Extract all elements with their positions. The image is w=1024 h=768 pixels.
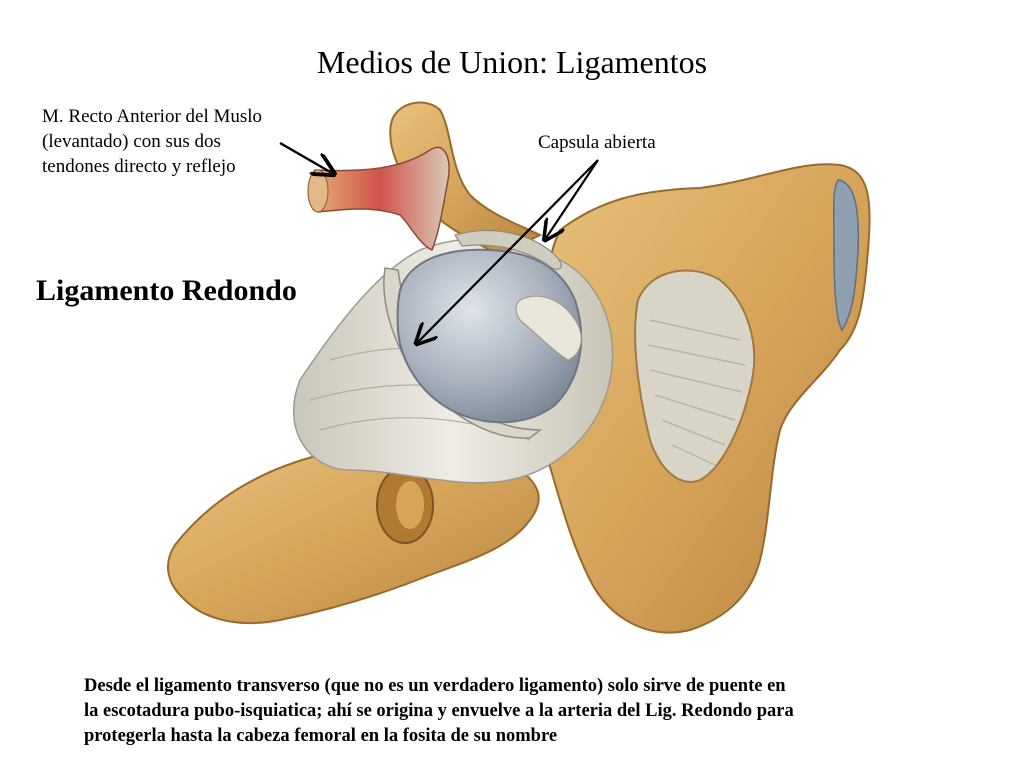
caption-line3: protegerla hasta la cabeza femoral en la… [84,726,558,746]
muscle-arrow [279,141,332,173]
caption-line1: Desde el ligamento transverso (que no es… [84,676,786,696]
muscle-label-line3: tendones directo y reflejo [42,156,236,177]
capsule-label: Capsula abierta [538,132,656,153]
capsule-flap [454,229,562,270]
rectus-femoris-tendon [307,146,450,251]
muscle-label-line1: M. Recto Anterior del Muslo [42,106,263,127]
capsule-arrow-right [546,159,599,238]
femoral-head [396,248,583,424]
capsule-arrow-left [418,159,599,342]
ligamento-redondo-label: Ligamento Redondo [36,274,297,307]
ligamentum-teres [515,295,582,361]
caption-text: Desde el ligamento transverso (que no es… [84,674,984,749]
muscle-label-line2: (levantado) con sus dos [42,131,221,152]
slide-title: Medios de Union: Ligamentos [316,44,708,80]
muscle-label: M. Recto Anterior del Muslo (levantado) … [42,104,322,179]
caption-line2: la escotadura pubo-isquiatica; ahí se or… [84,701,794,721]
